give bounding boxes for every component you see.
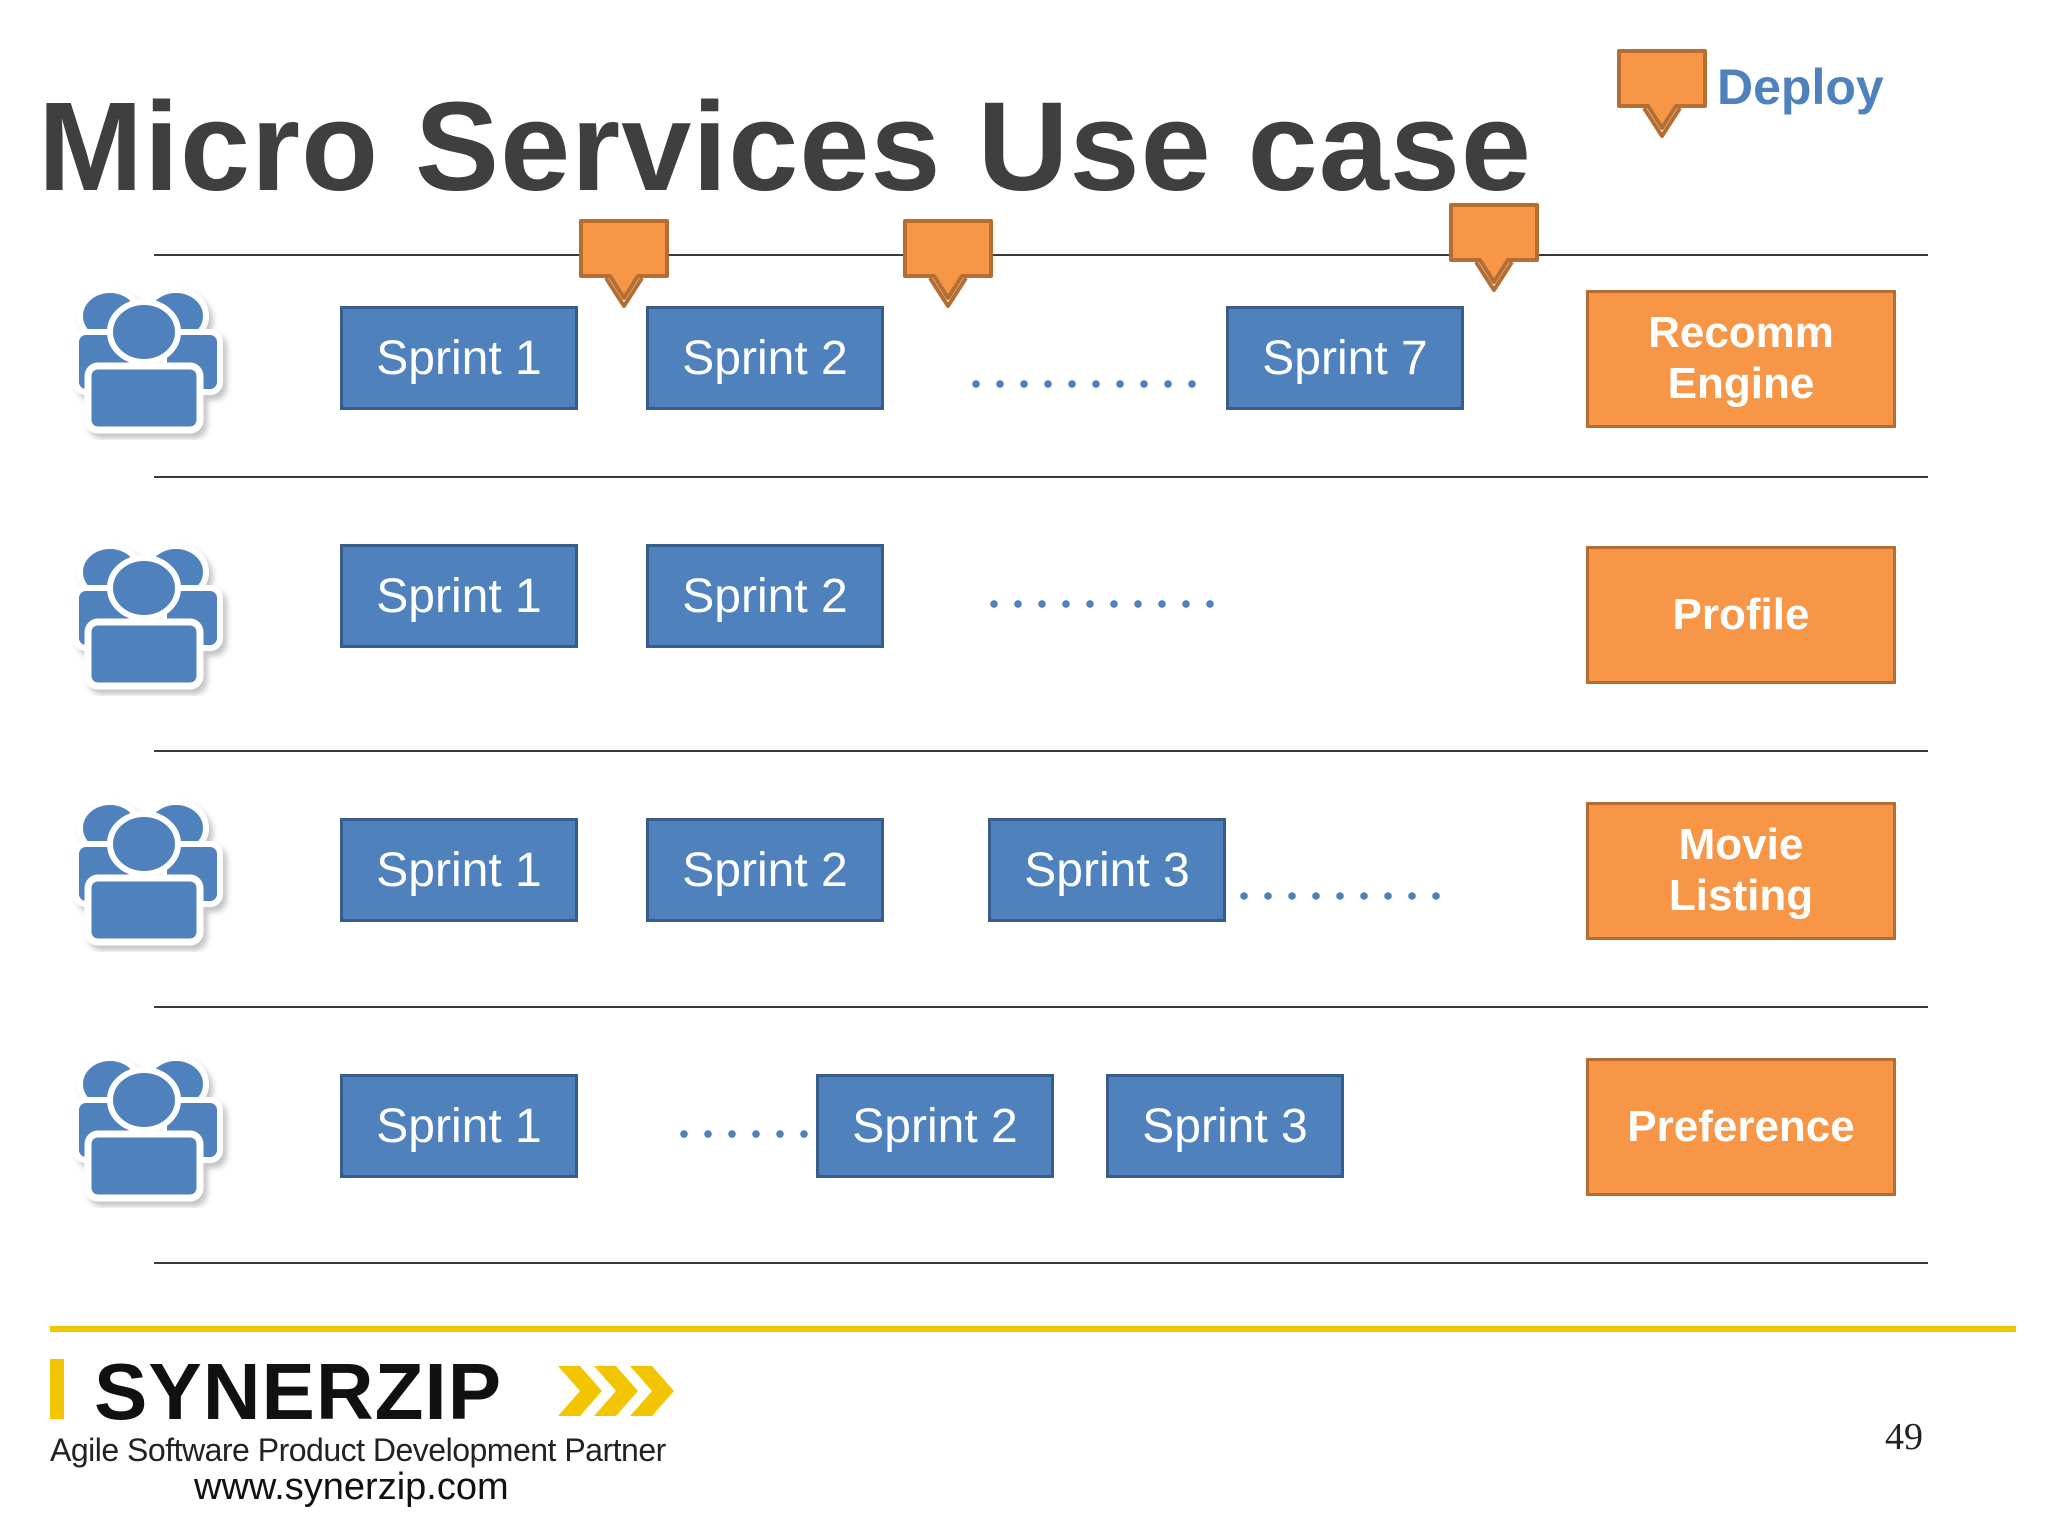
service-box: Profile (1586, 546, 1896, 684)
sprint-box: Sprint 2 (646, 306, 884, 410)
sprint-box: Sprint 2 (646, 544, 884, 648)
ellipsis-dots (982, 600, 1216, 608)
sprint-box: Sprint 3 (1106, 1074, 1344, 1178)
row-divider (154, 1262, 1928, 1264)
row-divider (154, 254, 1928, 256)
deploy-arrow-icon (1449, 203, 1539, 292)
deploy-arrow-icon (579, 219, 669, 308)
row-divider (154, 1006, 1928, 1008)
deploy-arrow-icon (1617, 49, 1707, 138)
sprint-box: Sprint 2 (646, 818, 884, 922)
team-users-icon (73, 287, 223, 434)
ellipsis-dots (964, 380, 1198, 388)
chevrons-icon (558, 1366, 674, 1416)
service-box: Recomm Engine (1586, 290, 1896, 428)
row-divider (154, 476, 1928, 478)
service-box: Movie Listing (1586, 802, 1896, 940)
service-box: Preference (1586, 1058, 1896, 1196)
sprint-box: Sprint 1 (340, 1074, 578, 1178)
team-users-icon (73, 543, 223, 690)
sprint-box: Sprint 2 (816, 1074, 1054, 1178)
row-divider (154, 750, 1928, 752)
website-link[interactable]: www.synerzip.com (194, 1466, 509, 1508)
sprint-box: Sprint 1 (340, 544, 578, 648)
team-users-icon (73, 799, 223, 946)
sprint-box: Sprint 3 (988, 818, 1226, 922)
ellipsis-dots (672, 1130, 818, 1138)
footer-accent-line (50, 1326, 2016, 1332)
sprint-box: Sprint 1 (340, 306, 578, 410)
company-tagline: Agile Software Product Development Partn… (50, 1432, 666, 1468)
page-number: 49 (1885, 1416, 1923, 1458)
team-users-icon (73, 1055, 223, 1202)
slide-title: Micro Services Use case (38, 76, 1532, 217)
logo-accent-bar (50, 1359, 64, 1419)
sprint-box: Sprint 1 (340, 818, 578, 922)
ellipsis-dots (1232, 892, 1454, 900)
deploy-legend-label: Deploy (1717, 59, 1884, 115)
deploy-arrow-icon (903, 219, 993, 308)
sprint-box: Sprint 7 (1226, 306, 1464, 410)
logo-wordmark: SYNERZIP (94, 1347, 503, 1436)
